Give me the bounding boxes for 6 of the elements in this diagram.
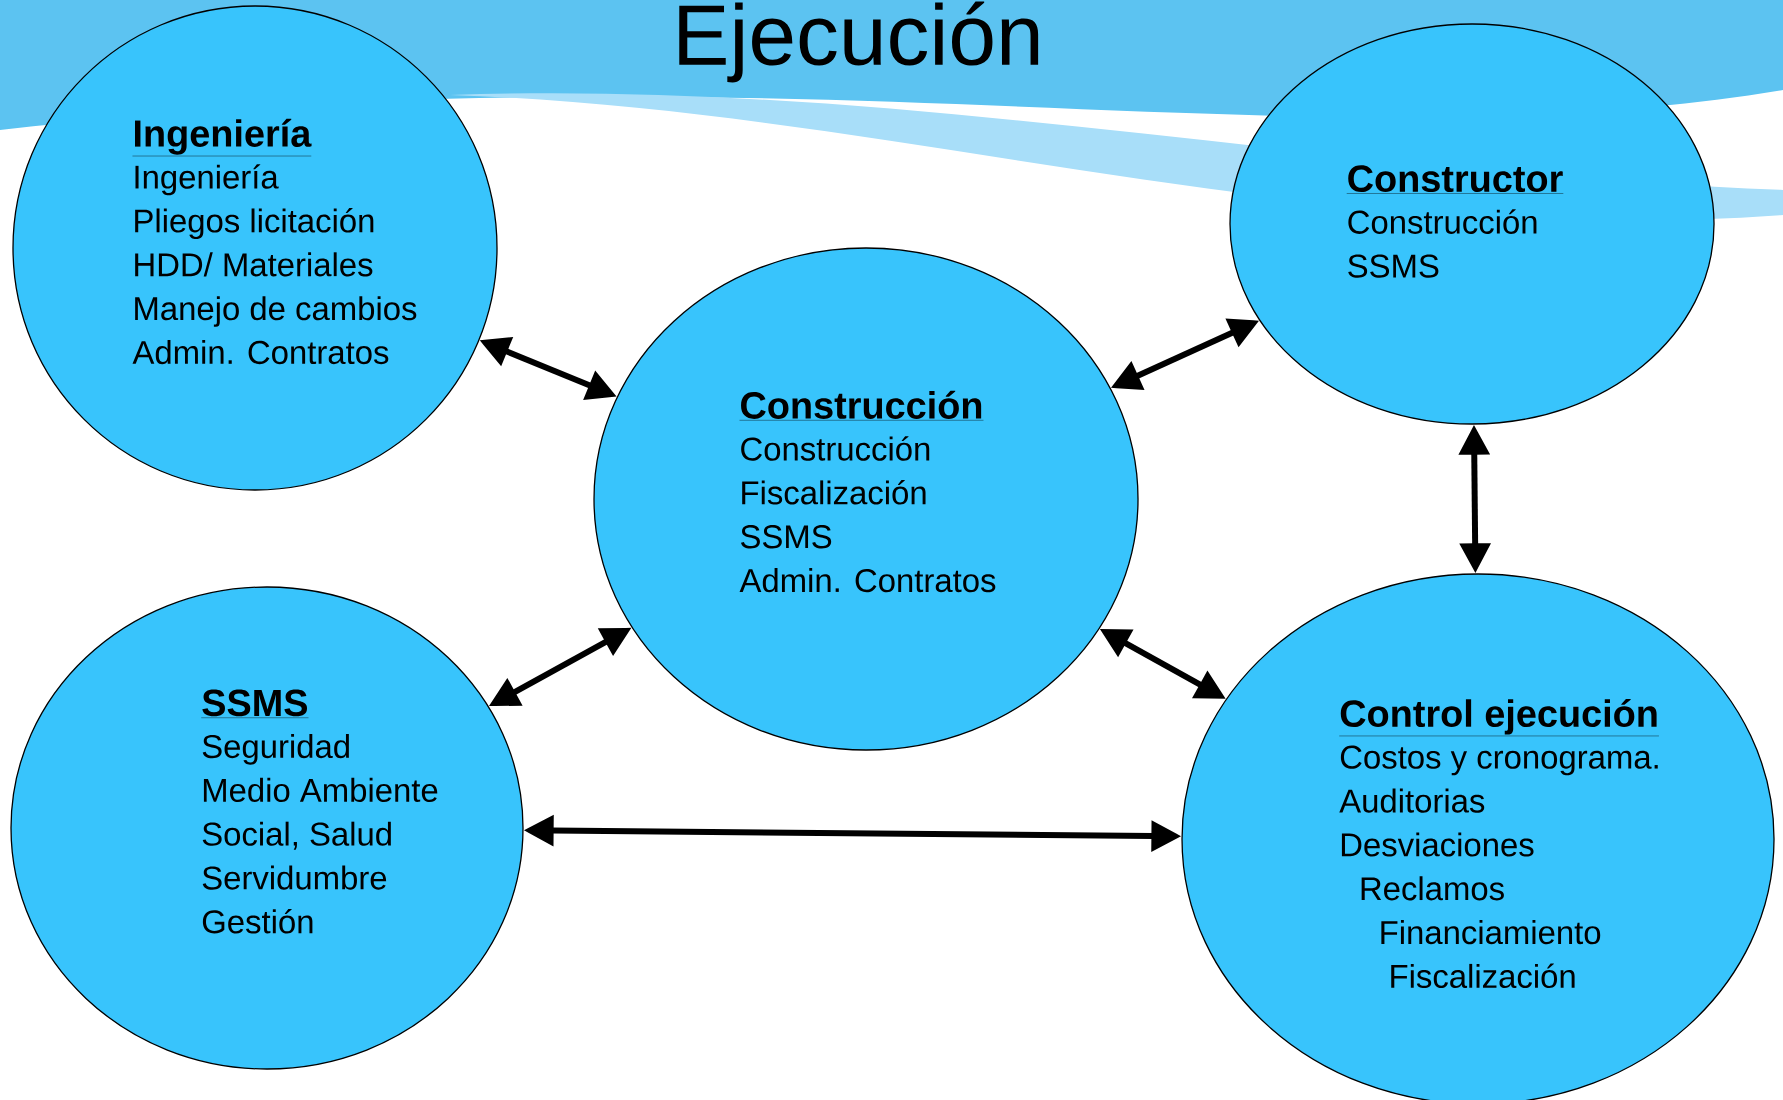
title: Ejecución: [679, 1, 1039, 83]
circle-node: SSMS Seguridad Medio Ambiente Social, Salud Servidumbre Gestión: [10, 586, 524, 1070]
circle-node: Control ejecución Costos y cronograma. Auditorias Desviaciones Reclamos Financiamiento Fiscalización: [1181, 573, 1775, 1100]
circle-node: Ingeniería Ingeniería Pliegos licitación HDD/ Materiales Manejo de cambios Admin. Contratos: [12, 5, 498, 491]
circle-node: Constructor Construcción SSMS: [1229, 23, 1715, 425]
circle-node: Construcción Construcción Fiscalización SSMS Admin. Contratos: [593, 247, 1139, 751]
